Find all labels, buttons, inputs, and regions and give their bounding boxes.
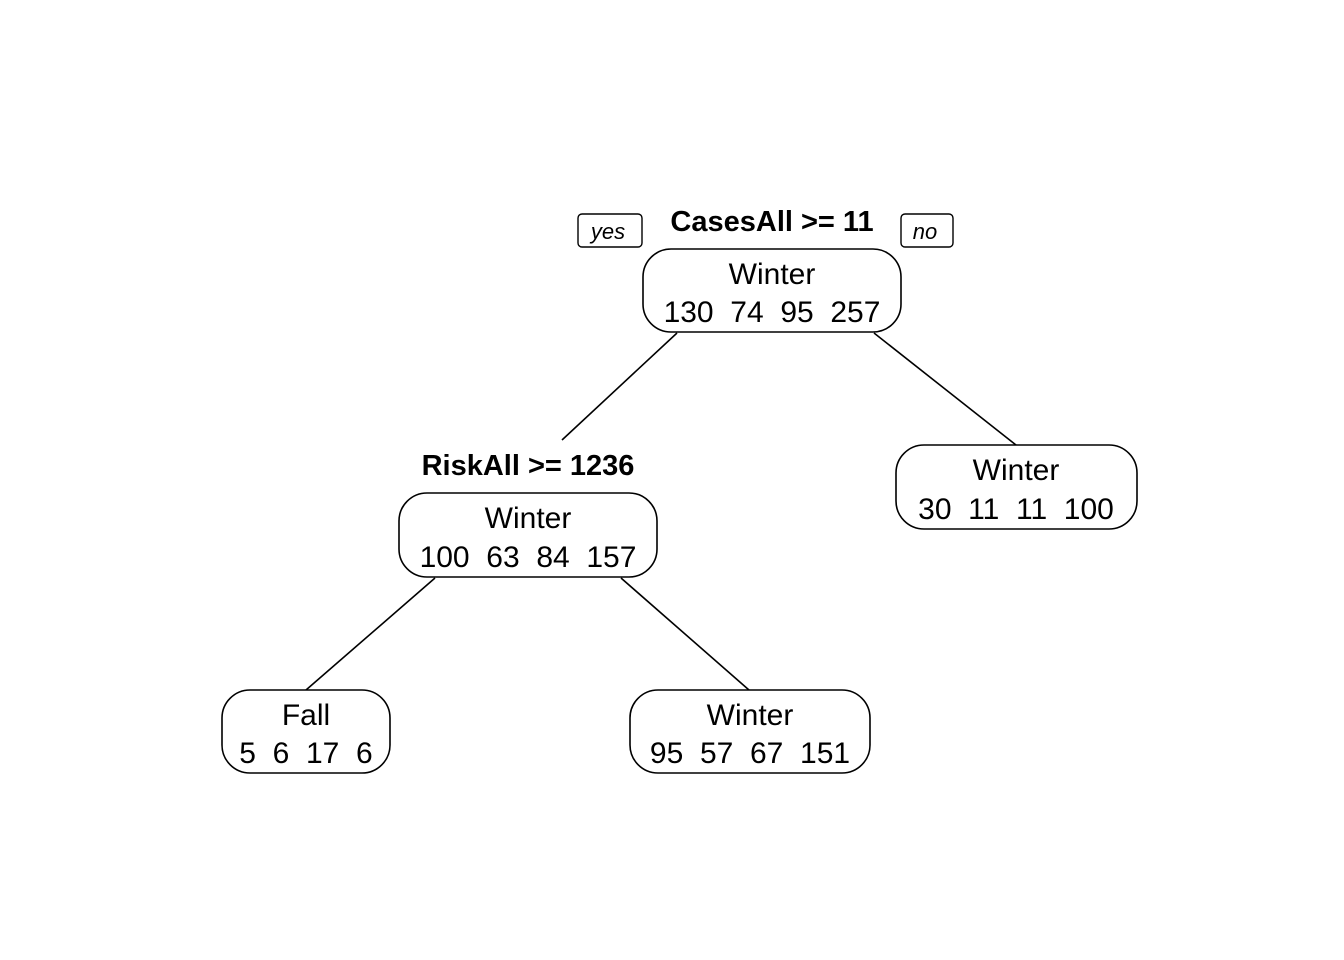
node-counts-root: 130 74 95 257 [664,296,881,329]
leaf-box-right [895,444,1138,530]
node-counts-left: 100 63 84 157 [420,541,637,574]
split-condition-left: RiskAll >= 1236 [422,450,635,482]
leaf-class-winter-lower: Winter [707,699,794,732]
leaf-class-right: Winter [973,454,1060,487]
split-condition-root: CasesAll >= 11 [670,206,873,238]
leaf-box-winter-lower [629,689,871,774]
edge-root-to-left [561,332,678,441]
yes-branch-label: yes [577,213,643,248]
node-box-left [398,492,658,578]
no-branch-label: no [900,213,954,248]
no-label-box [900,213,954,248]
tree-leaf-fall: Fall 5 6 17 6 [221,689,391,774]
edge-root-to-right-leaf [873,332,1017,446]
leaf-counts-fall: 5 6 17 6 [239,737,372,770]
yes-label-box [577,213,643,248]
yes-label-text: yes [589,219,625,244]
tree-leaf-right: Winter 30 11 11 100 [895,444,1138,530]
tree-node-root: CasesAll >= 11 Winter 130 74 95 257 [642,206,902,333]
leaf-box-fall [221,689,391,774]
leaf-counts-right: 30 11 11 100 [918,493,1114,526]
tree-leaf-winter-lower: Winter 95 57 67 151 [629,689,871,774]
edge-left-to-fall-leaf [305,577,436,691]
leaf-class-fall: Fall [282,699,330,732]
node-class-left: Winter [485,502,572,535]
no-label-text: no [913,219,937,244]
edge-left-to-winter-leaf [620,577,750,691]
node-class-root: Winter [729,258,816,291]
tree-node-left: RiskAll >= 1236 Winter 100 63 84 157 [398,450,658,578]
leaf-counts-winter-lower: 95 57 67 151 [650,737,850,770]
node-box-root [642,248,902,333]
